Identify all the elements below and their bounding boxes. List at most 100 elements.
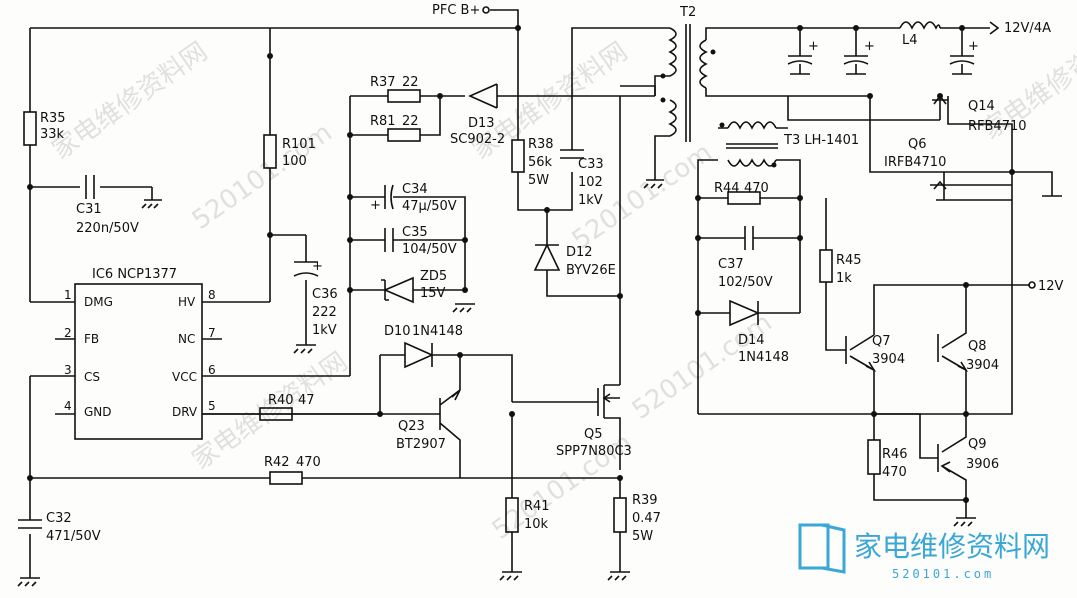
r38-power: 5W: [528, 173, 549, 188]
r81-label: R81: [370, 114, 396, 129]
r38-label: R38: [528, 137, 554, 152]
watermark-url: 520101.com: [187, 118, 338, 236]
pin-vcc: VCC: [172, 370, 197, 384]
q9-label: Q9: [968, 437, 987, 452]
pin-number: 1: [64, 288, 72, 302]
q5-mosfet: Q5 SPP7N80C3: [512, 293, 632, 481]
c34-label: C34: [402, 182, 428, 197]
cap-plus: +: [968, 39, 979, 54]
c34-plus: +: [370, 198, 381, 213]
logo-text-cn: 家电维修资料网: [854, 530, 1050, 563]
q7-label: Q7: [872, 334, 891, 349]
pin-dmg: DMG: [84, 295, 113, 309]
q9-value: 3906: [966, 457, 999, 472]
snubber-network: PFC B+ R38 56k 5W C33 102 1kV D12 BYV26E: [270, 3, 655, 297]
c36-plus: +: [312, 259, 323, 274]
c32-label: C32: [46, 511, 72, 526]
pin-number: 6: [208, 363, 216, 377]
q5-value: SPP7N80C3: [556, 444, 632, 459]
zd5-value: 15V: [420, 286, 446, 301]
ic6-label: IC6 NCP1377: [92, 267, 177, 282]
r44-value: 470: [744, 181, 769, 196]
r101-value: 100: [282, 154, 307, 169]
q7-value: 3904: [872, 352, 905, 367]
c33-value: 102: [578, 175, 603, 190]
pfc-b-plus-net: PFC B+: [432, 3, 480, 18]
current-sense-network: R42 470 C32 471/50V R41 10k R39 0.47 5W: [17, 376, 661, 587]
r40-label: R40: [268, 393, 294, 408]
c35-label: C35: [402, 225, 428, 240]
transformer-t3: T3 LH-1401: [697, 121, 859, 414]
l4-label: L4: [902, 33, 918, 48]
d13-value: SC902-2: [450, 132, 505, 147]
c36-label: C36: [312, 287, 338, 302]
c35-value: 104/50V: [402, 242, 457, 257]
c37-label: C37: [718, 257, 744, 272]
r41-value: 10k: [524, 517, 549, 532]
watermark-url: 520101.com: [627, 308, 778, 426]
t2-label: T2: [679, 5, 696, 20]
r101-c36-network: + R101 100 C36 222 1kV: [263, 28, 338, 354]
r46-label: R46: [882, 447, 908, 462]
r45-value: 1k: [836, 271, 852, 286]
pin-number: 5: [208, 399, 216, 413]
watermark-cn: 家电维修资料网: [47, 37, 213, 166]
transformer-t2: T2: [619, 5, 760, 296]
output-filter: 12V/4A L4 + + +: [760, 21, 1051, 75]
sync-rectifier-mosfets: Q14 RFB4710 Q6 IRFB4710: [718, 93, 1062, 380]
q23-label: Q23: [398, 419, 425, 434]
c37-value: 102/50V: [718, 275, 773, 290]
pin-fb: FB: [84, 332, 99, 346]
q14-label: Q14: [968, 99, 995, 114]
r44-label: R44: [714, 181, 740, 196]
logo-text-url: 520101.com: [892, 567, 994, 581]
pin-number: 4: [64, 399, 72, 413]
r37-value: 22: [402, 75, 419, 90]
r38-value: 56k: [528, 155, 553, 170]
r39-value: 0.47: [632, 511, 661, 526]
c31-value: 220n/50V: [76, 221, 139, 236]
v12-net: 12V: [1038, 279, 1064, 294]
pin-nc: NC: [178, 332, 195, 346]
c33-label: C33: [578, 157, 604, 172]
pin-hv: HV: [178, 295, 196, 309]
totem-pole-driver: 12V Q7 3904 Q8 3904 Q9 3906 R46 470: [698, 279, 1064, 527]
q8-value: 3904: [966, 358, 999, 373]
c32-value: 471/50V: [46, 529, 101, 544]
d12-label: D12: [566, 245, 593, 260]
r35-value: 33k: [40, 127, 65, 142]
r39-power: 5W: [632, 529, 653, 544]
site-logo: 家电维修资料网 520101.com: [798, 523, 1050, 581]
r35-label: R35: [40, 111, 66, 126]
gate-driver-network: R40 47 D10 1N4148 Q23 BT2907: [202, 324, 515, 478]
d13-label: D13: [468, 116, 495, 131]
r39-label: R39: [632, 493, 658, 508]
r41-label: R41: [524, 499, 550, 514]
r37-label: R37: [370, 75, 396, 90]
r46-value: 470: [882, 465, 907, 480]
r42-label: R42: [264, 455, 290, 470]
pin-number: 3: [64, 363, 72, 377]
pin-number: 8: [208, 288, 216, 302]
r40-value: 47: [298, 393, 315, 408]
q6-value: IRFB4710: [884, 155, 946, 170]
q5-label: Q5: [584, 427, 603, 442]
pin-cs: CS: [84, 370, 100, 384]
cap-plus: +: [864, 39, 875, 54]
pin-drv: DRV: [172, 405, 198, 419]
q8-label: Q8: [968, 339, 987, 354]
d12-value: BYV26E: [566, 263, 616, 278]
pin-number: 7: [208, 326, 216, 340]
c31-label: C31: [76, 202, 102, 217]
q23-value: BT2907: [396, 437, 446, 452]
r42-value: 470: [296, 455, 321, 470]
d14-value: 1N4148: [738, 350, 789, 365]
out-12v-4a-net: 12V/4A: [1004, 21, 1051, 36]
r81-value: 22: [402, 114, 419, 129]
d14-label: D14: [738, 333, 765, 348]
d10-value: 1N4148: [412, 324, 463, 339]
c36-voltage: 1kV: [312, 323, 337, 338]
d10-label: D10: [384, 324, 411, 339]
